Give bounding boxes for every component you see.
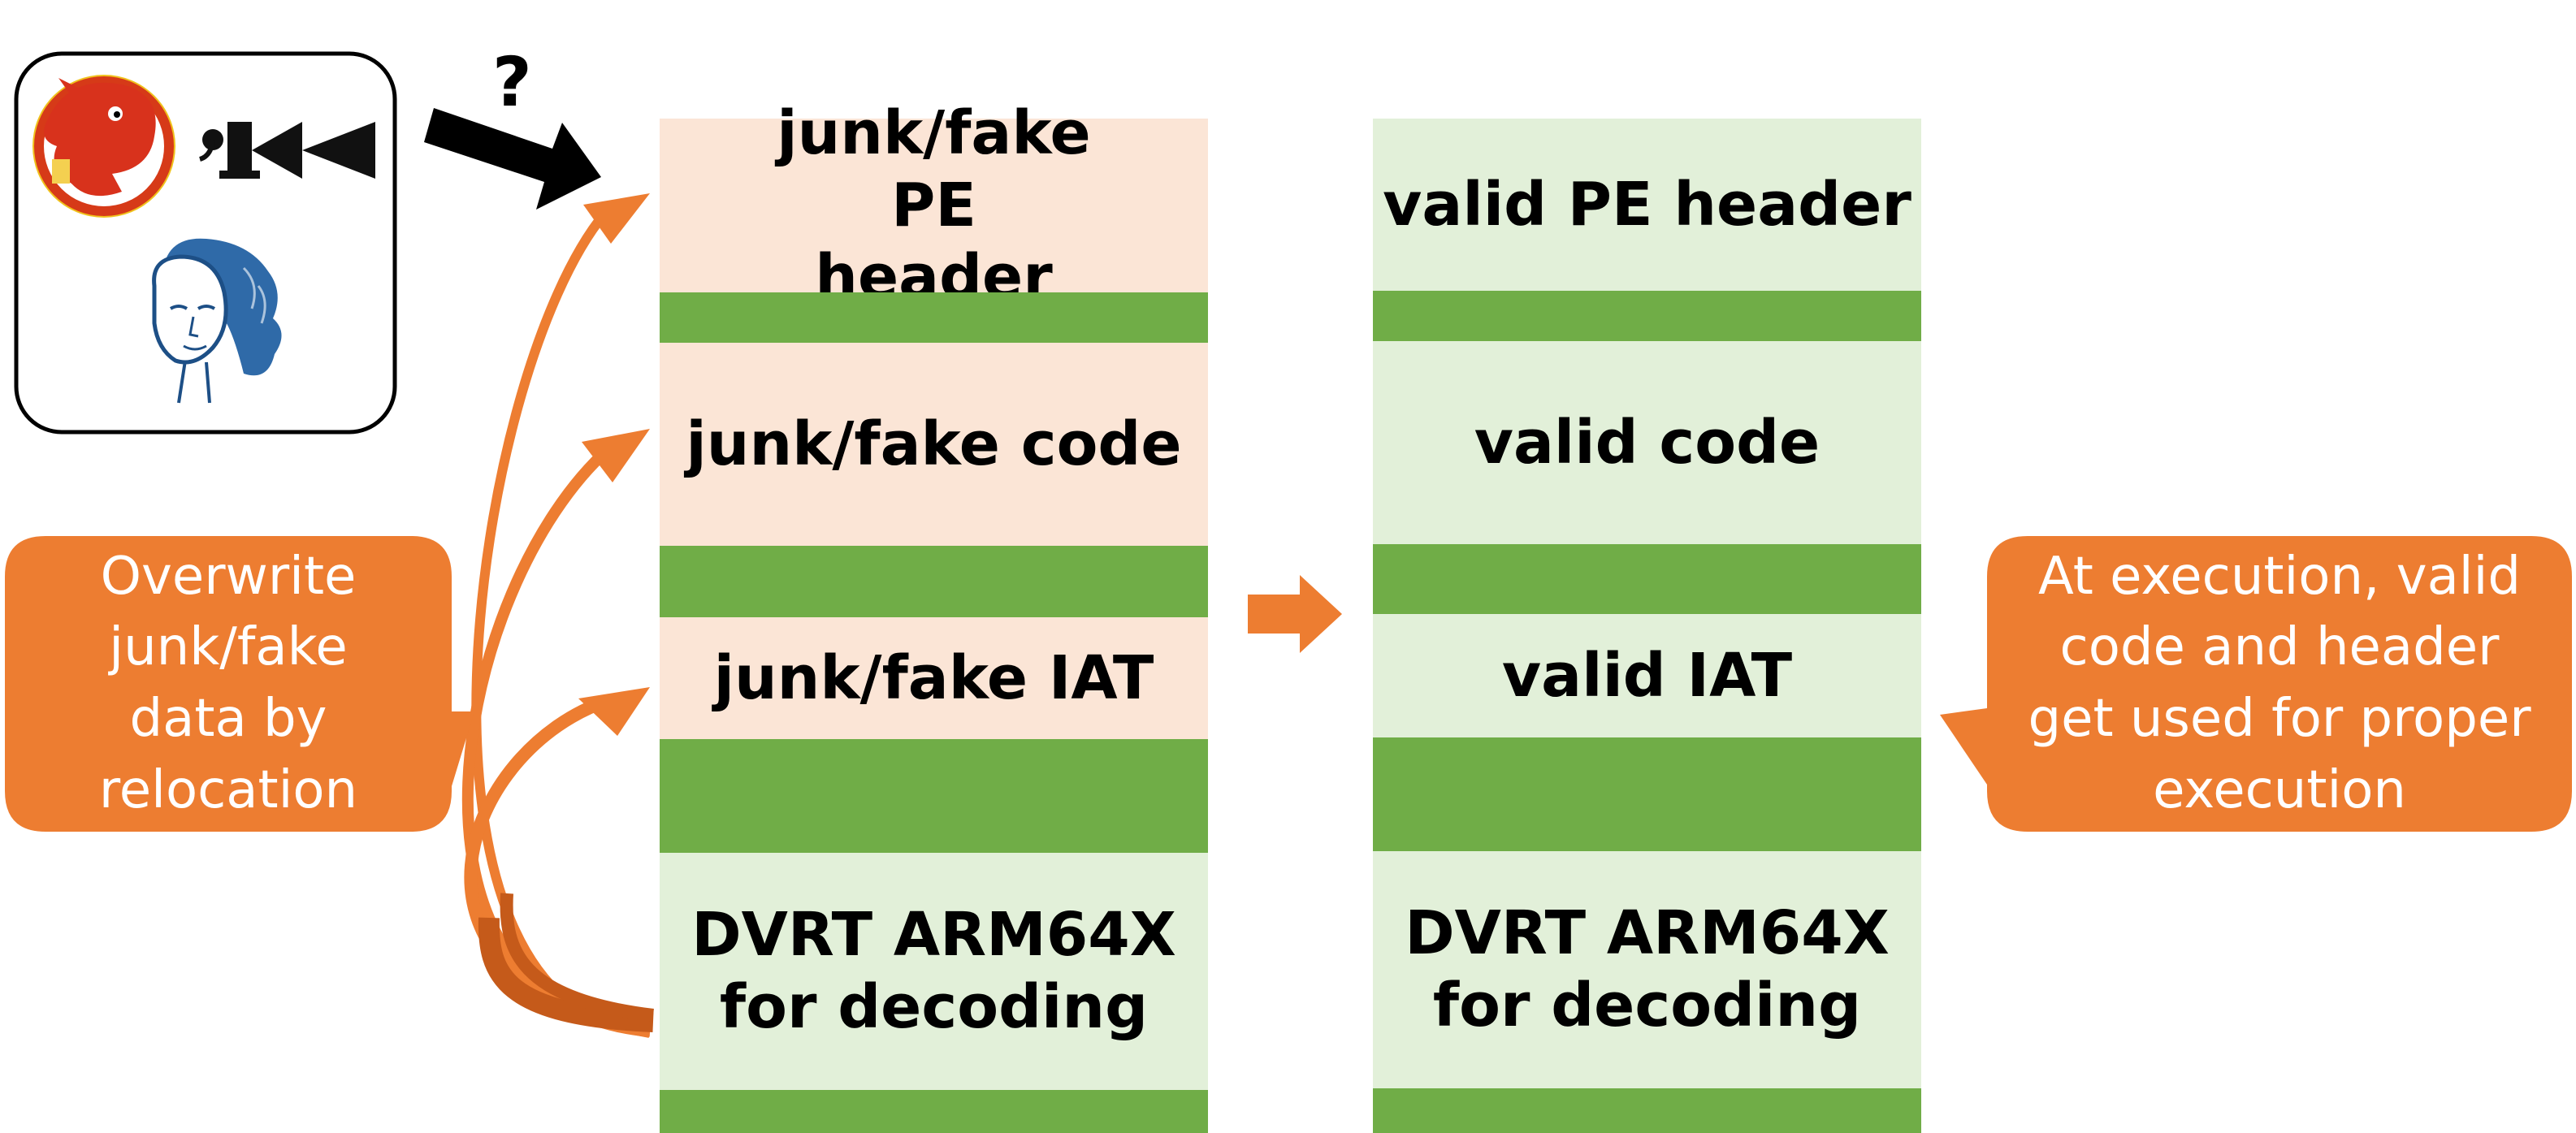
right-callout-shape [1940, 536, 2572, 832]
left-callout-label: Overwrite junk/fake data by relocation [98, 546, 358, 820]
relocation-arrows [461, 193, 654, 1038]
left-dvrt-label: DVRT ARM64X for decoding [691, 900, 1176, 1042]
right-pe-header-block: valid PE header [1373, 119, 1921, 291]
right-dvrt-label: DVRT ARM64X for decoding [1405, 898, 1890, 1040]
right-separator-1 [1373, 291, 1921, 341]
right-callout-label: At execution, valid code and header get … [2028, 546, 2531, 820]
left-pe-header-block: junk/fake PE header [660, 98, 1208, 312]
right-dvrt-block: DVRT ARM64X for decoding [1373, 851, 1921, 1088]
right-code-label: valid code [1474, 407, 1821, 478]
binary-ninja-icon [198, 122, 375, 179]
right-code-block: valid code [1373, 341, 1921, 544]
left-dvrt-block: DVRT ARM64X for decoding [660, 853, 1208, 1090]
left-separator-1 [660, 292, 1208, 343]
ida-dragon-icon [32, 75, 175, 218]
right-separator-4 [1373, 1088, 1921, 1133]
left-iat-block: junk/fake IAT [660, 617, 1208, 739]
left-code-label: junk/fake code [686, 409, 1182, 479]
right-separator-3 [1373, 737, 1921, 851]
left-separator-4 [660, 1090, 1208, 1133]
right-callout-text: At execution, valid code and header get … [1987, 536, 2572, 832]
left-separator-2 [660, 546, 1208, 617]
black-arrow [424, 108, 601, 210]
transform-arrow [1248, 575, 1342, 653]
left-pe-header-label: junk/fake PE header [777, 97, 1091, 313]
left-callout-shape [5, 536, 474, 832]
left-separator-3 [660, 739, 1208, 853]
right-pe-header-label: valid PE header [1383, 169, 1911, 240]
right-iat-block: valid IAT [1373, 614, 1921, 737]
left-iat-label: junk/fake IAT [713, 642, 1154, 713]
right-iat-label: valid IAT [1501, 640, 1793, 711]
question-mark: ? [492, 42, 532, 122]
left-callout-text: Overwrite junk/fake data by relocation [5, 536, 452, 832]
right-separator-2 [1373, 544, 1921, 614]
woman-portrait-icon [152, 238, 282, 404]
left-code-block: junk/fake code [660, 343, 1208, 546]
